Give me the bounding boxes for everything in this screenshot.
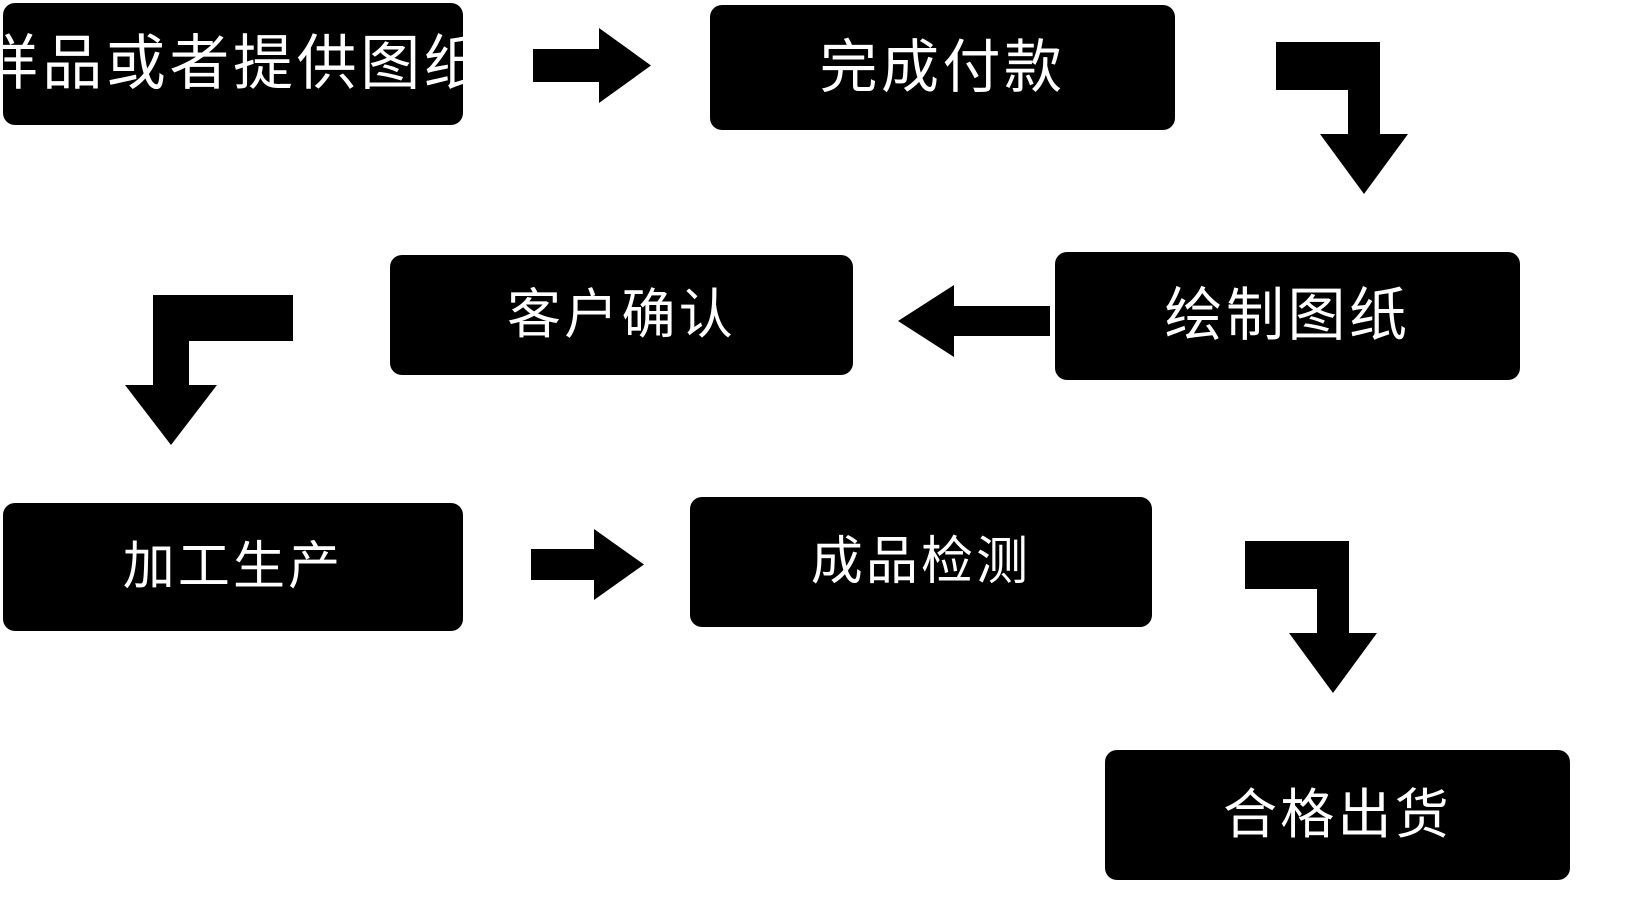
arrow-sample-to-payment [533,28,651,103]
flow-node-label: 客户确认 [507,285,736,345]
left-arrow-icon [898,285,1050,357]
elbow-down-arrow-icon [1245,541,1377,693]
flow-node-label: 完成付款 [819,34,1066,100]
flow-node-sample-or-drawing[interactable]: 样品或者提供图纸 [0,3,484,125]
flow-node-customer-confirm[interactable]: 客户确认 [390,255,853,375]
flow-node-label: 绘制图纸 [1164,283,1411,348]
elbow-down-arrow-icon [125,295,293,445]
flow-node-finished-product-inspection[interactable]: 成品检测 [690,497,1152,627]
elbow-down-arrow-icon [1276,42,1408,194]
arrow-payment-to-drawing [1276,42,1452,194]
arrow-drawing-to-confirm [898,285,1050,357]
arrow-inspection-to-shipment [1245,541,1421,693]
arrow-production-to-inspection [531,529,644,600]
flow-node-draw-drawing[interactable]: 绘制图纸 [1055,252,1520,380]
right-arrow-icon [533,28,651,103]
flow-node-label: 成品检测 [810,533,1032,591]
flow-node-qualified-shipment[interactable]: 合格出货 [1105,750,1570,880]
flow-node-label: 加工生产 [122,538,344,596]
flow-node-complete-payment[interactable]: 完成付款 [710,5,1175,130]
flow-node-label: 合格出货 [1223,785,1452,845]
flow-node-label: 样品或者提供图纸 [0,30,488,97]
arrow-confirm-to-production [113,295,293,445]
flow-node-processing-production[interactable]: 加工生产 [3,503,463,631]
right-arrow-icon [531,529,644,600]
